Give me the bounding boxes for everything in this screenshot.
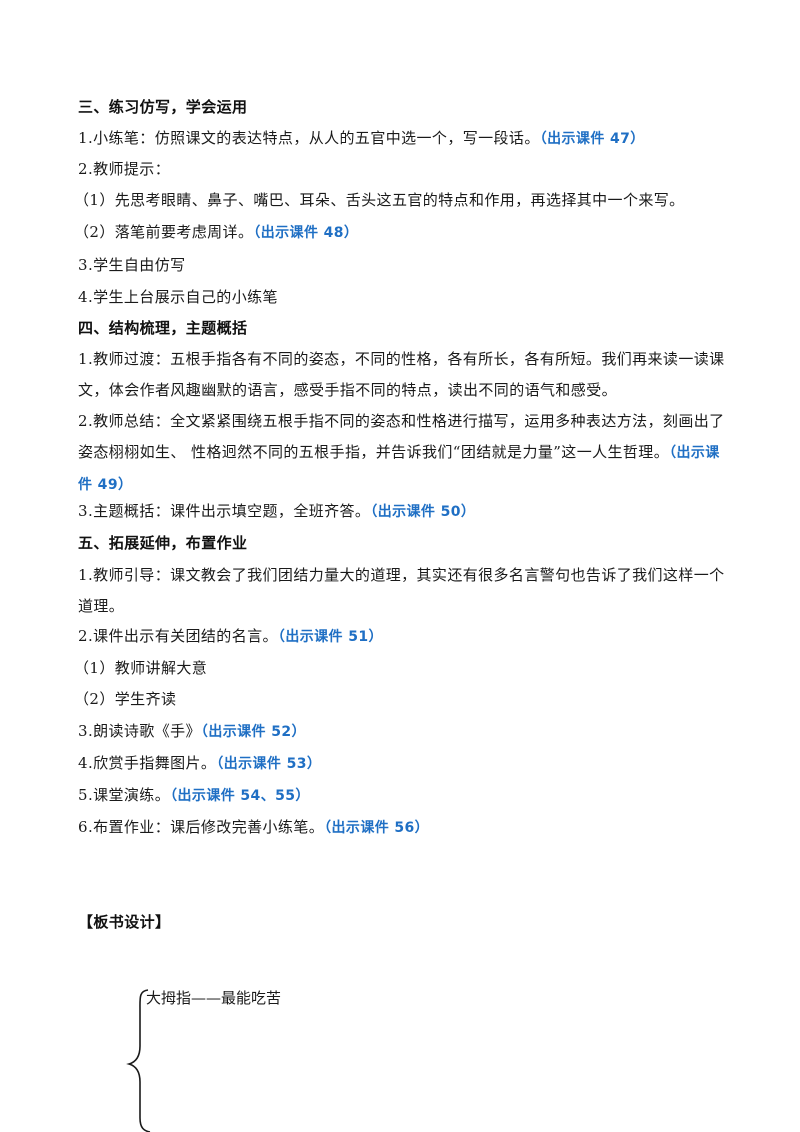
- paragraph: （2）学生齐读: [74, 690, 177, 708]
- curly-brace-shape: [126, 989, 151, 1132]
- section-heading-3: 三、练习仿写，学会运用: [78, 98, 248, 116]
- paragraph-text: 4.欣赏手指舞图片。: [78, 754, 217, 772]
- paragraph-text: 3.主题概括：课件出示填空题，全班齐答。: [78, 502, 371, 520]
- courseware-cue: （出示课件 47）: [539, 131, 645, 147]
- board-item-thumb: 大拇指——最能吃苦: [146, 989, 282, 1007]
- paragraph-text: 6.布置作业：课后修改完善小练笔。: [78, 818, 325, 836]
- courseware-cue: （出示课件 52）: [200, 724, 306, 740]
- paragraph-text: 3.朗读诗歌《手》: [78, 722, 201, 740]
- curly-brace: [126, 988, 156, 1132]
- paragraph-text: 1.小练笔：仿照课文的表达特点，从人的五官中选一个，写一段话。: [78, 129, 540, 147]
- paragraph: 1.小练笔：仿照课文的表达特点，从人的五官中选一个，写一段话。（出示课件 47）: [78, 123, 730, 155]
- paragraph: 1.教师引导：课文教会了我们团结力量大的道理，其实还有很多名言警句也告诉了我们这…: [78, 566, 725, 615]
- paragraph: 2.教师提示：: [78, 160, 171, 178]
- paragraph: （1）教师讲解大意: [74, 659, 208, 677]
- paragraph-text: （2）落笔前要考虑周详。: [74, 223, 254, 241]
- paragraph: （2）落笔前要考虑周详。（出示课件 48）: [74, 217, 730, 249]
- paragraph-text: 2.课件出示有关团结的名言。: [78, 627, 278, 645]
- paragraph: 6.布置作业：课后修改完善小练笔。（出示课件 56）: [78, 812, 730, 844]
- section-heading-4: 四、结构梳理，主题概括: [78, 319, 248, 337]
- courseware-cue: （出示课件 49）: [78, 445, 720, 493]
- courseware-cue: （出示课件 51）: [277, 629, 383, 645]
- courseware-cue: （出示课件 50）: [370, 504, 476, 520]
- paragraph: 4.学生上台展示自己的小练笔: [78, 288, 278, 306]
- paragraph: 1.教师过渡：五根手指各有不同的姿态，不同的性格，各有所长，各有所短。我们再来读…: [78, 350, 725, 399]
- paragraph-text: 5.课堂演练。: [78, 786, 171, 804]
- paragraph: 4.欣赏手指舞图片。（出示课件 53）: [78, 748, 730, 780]
- paragraph-text: 2.教师总结：全文紧紧围绕五根手指不同的姿态和性格进行描写，运用多种表达方法，刻…: [78, 412, 725, 461]
- paragraph: 5.课堂演练。（出示课件 54、55）: [78, 780, 730, 812]
- courseware-cue: （出示课件 56）: [324, 820, 430, 836]
- paragraph: （1）先思考眼睛、鼻子、嘴巴、耳朵、舌头这五官的特点和作用，再选择其中一个来写。: [74, 191, 685, 209]
- paragraph: 3.学生自由仿写: [78, 256, 186, 274]
- paragraph: 2.教师总结：全文紧紧围绕五根手指不同的姿态和性格进行描写，运用多种表达方法，刻…: [78, 406, 730, 501]
- paragraph: 3.朗读诗歌《手》（出示课件 52）: [78, 716, 730, 748]
- section-heading-5: 五、拓展延伸，布置作业: [78, 534, 248, 552]
- paragraph: 3.主题概括：课件出示填空题，全班齐答。（出示课件 50）: [78, 496, 730, 528]
- courseware-cue: （出示课件 53）: [216, 756, 322, 772]
- paragraph: 2.课件出示有关团结的名言。（出示课件 51）: [78, 621, 730, 653]
- board-design-heading: 【板书设计】: [78, 913, 171, 931]
- courseware-cue: （出示课件 48）: [253, 225, 359, 241]
- courseware-cue: （出示课件 54、55）: [170, 788, 310, 804]
